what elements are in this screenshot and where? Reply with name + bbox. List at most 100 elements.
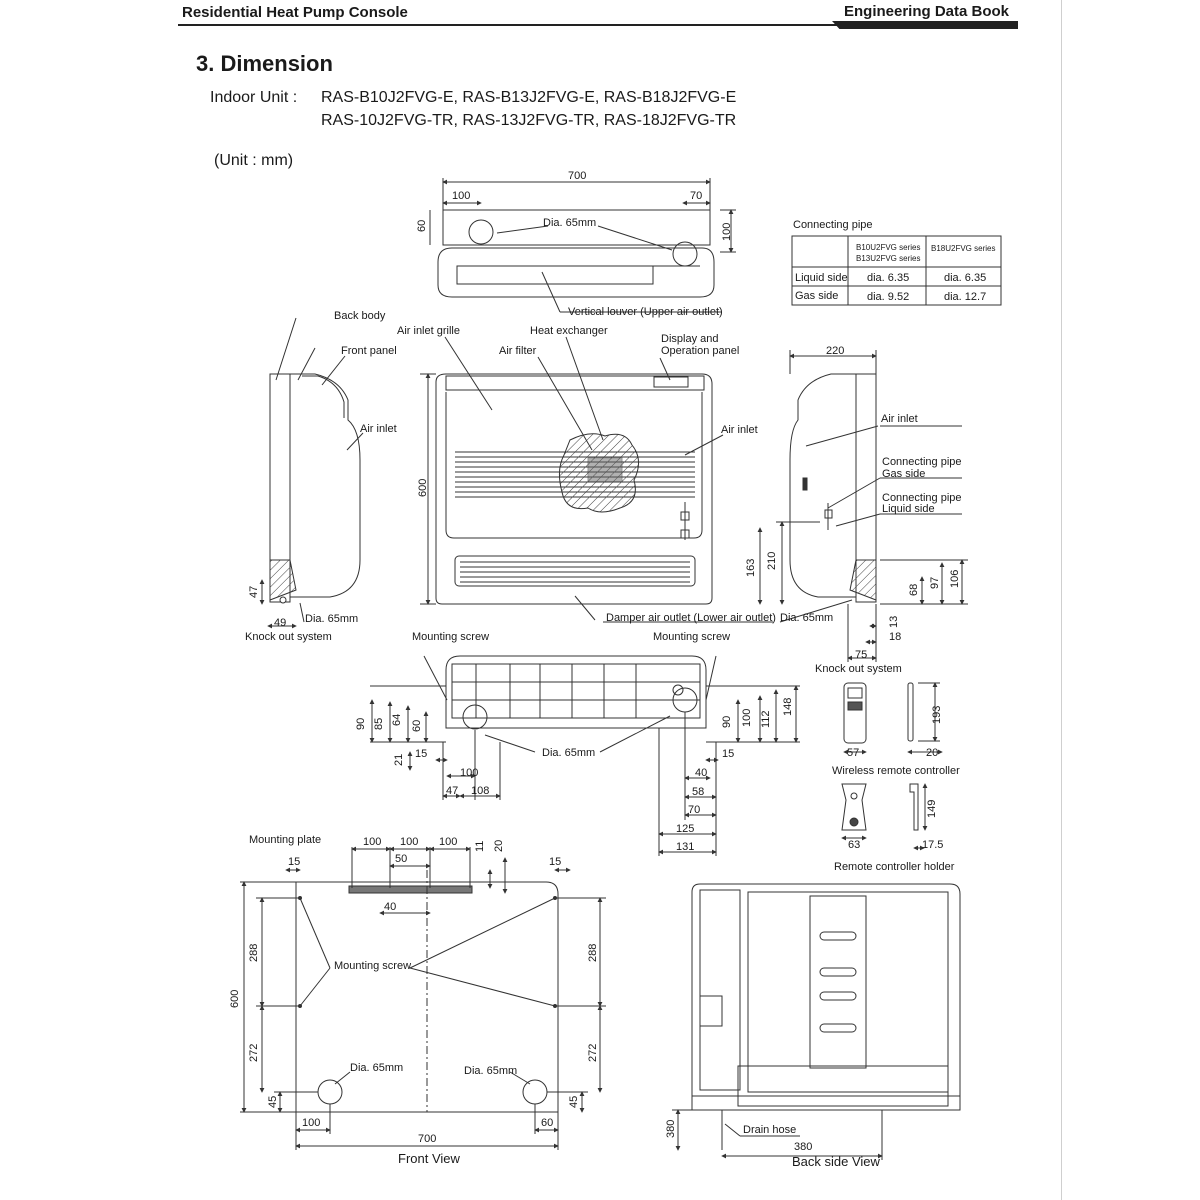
dim-text: 193 xyxy=(931,706,943,724)
dim-text: 40 xyxy=(384,901,396,913)
callout-text: Dia. 65mm xyxy=(542,747,595,759)
dim-text: 148 xyxy=(782,698,794,716)
dim-text: 272 xyxy=(248,1044,260,1062)
dim-text: 49 xyxy=(274,617,286,629)
dim-text: 11 xyxy=(474,841,486,852)
callout-text: Gas side xyxy=(882,468,925,480)
dim-text: 288 xyxy=(587,944,599,962)
callout-text: Mounting screw xyxy=(334,960,411,972)
callout-text: Dia. 65mm xyxy=(305,613,358,625)
callout-text: Mounting plate xyxy=(249,834,321,846)
right-side-elevation xyxy=(757,350,968,662)
dim-text: 100 xyxy=(741,709,753,727)
table-cell: dia. 6.35 xyxy=(944,272,986,284)
dim-text: 149 xyxy=(926,800,938,818)
dim-text: 47 xyxy=(446,785,458,797)
dim-text: 163 xyxy=(745,559,757,577)
table-header: B10U2FVG series xyxy=(856,243,920,252)
dim-text: 100 xyxy=(721,223,733,241)
callout-text: Dia. 65mm xyxy=(780,612,833,624)
dim-text: 700 xyxy=(568,170,586,182)
caption-text: Remote controller holder xyxy=(834,861,955,873)
table-title: Connecting pipe xyxy=(793,219,873,231)
model-list-line-2: RAS-10J2FVG-TR, RAS-13J2FVG-TR, RAS-18J2… xyxy=(321,112,737,129)
dim-text: 47 xyxy=(248,586,260,598)
dim-text: 220 xyxy=(826,345,844,357)
remote-holder-drawing xyxy=(841,783,928,851)
dim-text: 600 xyxy=(417,479,429,497)
callout-text: Mounting screw xyxy=(412,631,489,643)
dim-text: 40 xyxy=(695,767,707,779)
dim-text: 380 xyxy=(665,1120,677,1138)
dim-text: 60 xyxy=(541,1117,553,1129)
callout-text: Damper air outlet (Lower air outlet) xyxy=(606,612,776,624)
caption-text: Wireless remote controller xyxy=(832,765,960,777)
section-title: 3. Dimension xyxy=(196,51,333,76)
dim-text: 18 xyxy=(889,631,901,643)
dim-text: 57 xyxy=(847,747,859,759)
caption-text: Back side View xyxy=(792,1154,881,1169)
top-view xyxy=(429,178,736,313)
dim-text: 17.5 xyxy=(922,839,943,851)
callout-text: Connecting pipe xyxy=(882,456,962,468)
table-header: B13U2FVG series xyxy=(856,254,920,263)
dim-text: 63 xyxy=(848,839,860,851)
caption-text: Front View xyxy=(398,1151,461,1166)
callout-text: Display and xyxy=(661,333,718,345)
table-cell: dia. 12.7 xyxy=(944,291,986,303)
dim-text: 13 xyxy=(888,616,900,628)
wireless-remote-drawing xyxy=(843,682,943,755)
callout-text: Dia. 65mm xyxy=(543,217,596,229)
callout-text: Knock out system xyxy=(815,663,902,675)
callout-text: Heat exchanger xyxy=(530,325,608,337)
dim-text: 100 xyxy=(439,836,457,848)
callout-text: Back body xyxy=(334,310,386,322)
dim-text: 125 xyxy=(676,823,694,835)
table-cell: dia. 6.35 xyxy=(867,272,909,284)
dim-text: 272 xyxy=(587,1044,599,1062)
callout-text: Mounting screw xyxy=(653,631,730,643)
connecting-pipe-table xyxy=(791,235,1002,306)
dim-text: 100 xyxy=(460,767,478,779)
dim-text: 100 xyxy=(302,1117,320,1129)
dim-text: 600 xyxy=(229,990,241,1008)
dim-text: 700 xyxy=(418,1133,436,1145)
front-view-drawing xyxy=(240,846,606,1150)
dim-text: 210 xyxy=(766,552,778,570)
bottom-view xyxy=(369,655,800,856)
dim-text: 60 xyxy=(416,220,428,232)
dim-text: 20 xyxy=(493,840,505,852)
callout-text: Front panel xyxy=(341,345,397,357)
dim-text: 70 xyxy=(690,190,702,202)
callout-text: Connecting pipe xyxy=(882,492,962,504)
dim-text: 90 xyxy=(721,716,733,728)
callout-text: Air inlet grille xyxy=(397,325,460,337)
dim-text: 85 xyxy=(373,718,385,730)
table-cell: Gas side xyxy=(795,290,838,302)
dim-text: 112 xyxy=(760,710,772,728)
dim-text: 45 xyxy=(568,1096,580,1108)
dim-text: 70 xyxy=(688,804,700,816)
dim-text: 100 xyxy=(400,836,418,848)
header-right-title: Engineering Data Book xyxy=(844,3,1010,20)
front-elevation xyxy=(420,336,773,623)
header-rule xyxy=(178,24,1018,26)
page-edge-line xyxy=(1061,0,1062,1200)
left-side-elevation xyxy=(259,317,364,629)
callout-text: Drain hose xyxy=(743,1124,796,1136)
callout-text: Air inlet xyxy=(721,424,758,436)
dim-text: 45 xyxy=(267,1096,279,1108)
table-header: B18U2FVG series xyxy=(931,244,995,253)
dim-text: 68 xyxy=(908,584,920,596)
callout-text: Air inlet xyxy=(881,413,918,425)
dim-text: 97 xyxy=(929,577,941,589)
dim-text: 50 xyxy=(395,853,407,865)
header-tab-bar xyxy=(832,21,1018,29)
dim-text: 15 xyxy=(415,748,427,760)
callout-text: Dia. 65mm xyxy=(464,1065,517,1077)
dim-text: 15 xyxy=(549,856,561,868)
callout-text: Liquid side xyxy=(882,503,935,515)
indoor-unit-label: Indoor Unit : xyxy=(210,89,298,106)
dim-text: 15 xyxy=(288,856,300,868)
